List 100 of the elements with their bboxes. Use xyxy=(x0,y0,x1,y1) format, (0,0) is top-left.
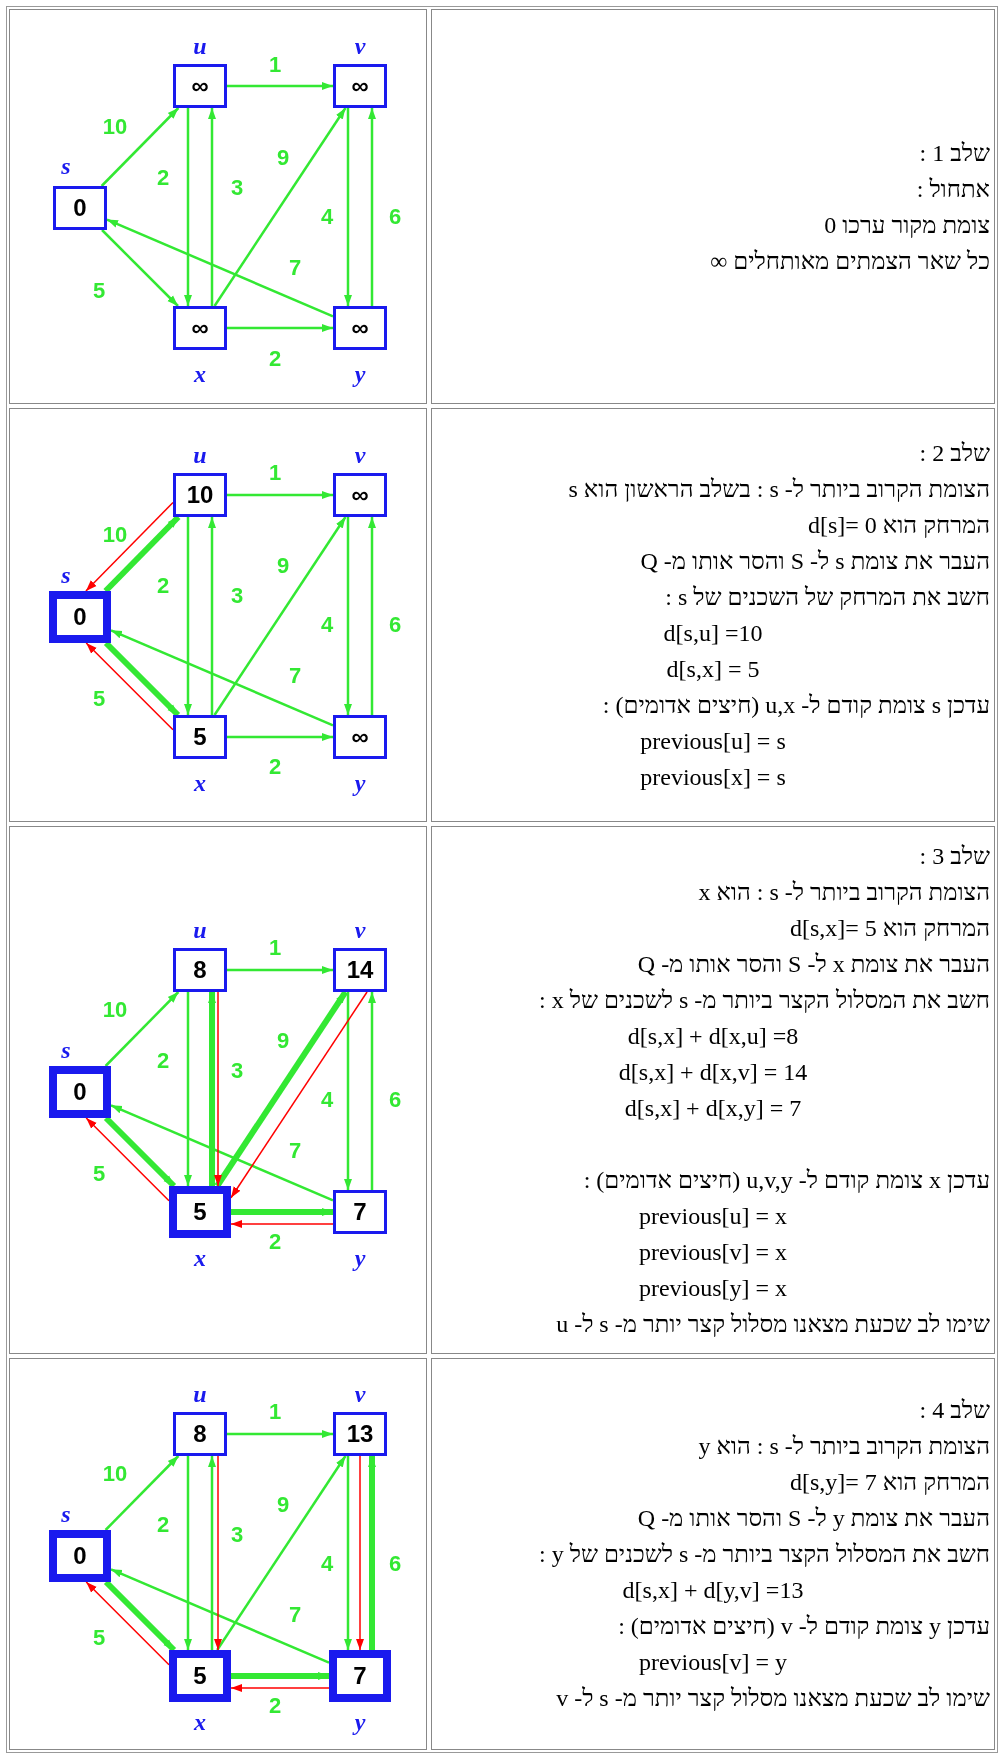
vertex-box: 8 xyxy=(173,947,227,992)
arrow xyxy=(213,515,347,716)
arrow xyxy=(368,991,376,1190)
arrow xyxy=(85,1580,170,1666)
vertex-label: v xyxy=(353,916,367,943)
text-line: העבר את צומת y ל- S והסר אותו מ- Q xyxy=(636,1504,990,1533)
vertex-box: ∞ xyxy=(333,64,387,108)
text-line: שימו לב שכעת מצאנו מסלול קצר יותר מ- s ל- v xyxy=(555,1684,990,1713)
text-line: חשב את המרחק של השכנים של s : xyxy=(664,583,990,612)
vertex-label: u xyxy=(192,33,208,59)
step-heading: שלב 1 : xyxy=(918,138,990,168)
arrow xyxy=(184,516,192,715)
vertex-box: 7 xyxy=(333,1189,387,1234)
arrow xyxy=(230,1683,330,1692)
vertex-label: x xyxy=(192,361,207,387)
arrow xyxy=(344,1455,352,1650)
arrow xyxy=(85,641,174,731)
vertex-label: s xyxy=(60,153,72,179)
step-heading: שלב 2 : xyxy=(918,439,990,468)
edge-label: 5 xyxy=(91,1624,107,1651)
text-line: חשב את המסלול הקצר ביותר מ- s לשכנים של y : xyxy=(538,1540,990,1569)
vertex-box: 5 xyxy=(173,714,227,759)
vertex-box: 0 xyxy=(49,1065,111,1118)
vertex-label: y xyxy=(351,1244,367,1271)
edge-label: 5 xyxy=(91,277,107,303)
text-line: הצומת הקרוב ביותר ל- s : הוא x xyxy=(697,878,990,907)
vertex-label: s xyxy=(60,1500,72,1527)
edge-label: 2 xyxy=(267,753,283,780)
arrow xyxy=(103,1115,177,1188)
vertex-label: v xyxy=(353,441,367,468)
vertex-box: 5 xyxy=(169,1649,231,1702)
edge-label: 4 xyxy=(319,1550,335,1577)
formula-line: previous[v] = y xyxy=(637,1648,789,1677)
vertex-label: u xyxy=(192,1380,208,1407)
edge-label: 10 xyxy=(101,1460,129,1487)
formula-line: d[s,u] =10 xyxy=(662,619,764,648)
edge-label: 3 xyxy=(229,1057,245,1084)
arrow xyxy=(231,1207,333,1216)
vertex-label: v xyxy=(353,33,367,59)
table-cell xyxy=(9,826,427,1354)
edge-label: 6 xyxy=(387,1086,403,1113)
text-line: העבר את צומת s ל- S והסר אותו מ- Q xyxy=(639,547,990,576)
vertex-label: x xyxy=(192,769,207,796)
edge-label: 4 xyxy=(319,203,335,229)
arrow xyxy=(110,628,334,727)
vertex-label: s xyxy=(60,1036,72,1063)
edge-label: 10 xyxy=(101,113,129,139)
vertex-box: ∞ xyxy=(173,64,227,108)
vertex-label: x xyxy=(192,1708,207,1735)
arrow xyxy=(368,108,376,306)
arrow xyxy=(356,1454,364,1651)
edge-label: 9 xyxy=(275,1491,291,1518)
formula-line: previous[v] = x xyxy=(637,1238,789,1267)
text-line: הצומת הקרוב ביותר ל- s : הוא y xyxy=(697,1432,990,1461)
edge-label: 1 xyxy=(267,1398,283,1425)
arrow xyxy=(227,1429,333,1438)
edge-label: 5 xyxy=(91,1160,107,1187)
table-cell xyxy=(431,1358,995,1750)
arrow xyxy=(103,1579,177,1652)
edge-label: 2 xyxy=(155,572,171,599)
edge-label: 2 xyxy=(155,164,171,190)
arrow xyxy=(227,732,333,741)
vertex-label: y xyxy=(351,361,367,387)
edge-label: 7 xyxy=(287,1137,303,1164)
edge-label: 7 xyxy=(287,254,303,280)
arrow xyxy=(101,229,179,307)
arrow xyxy=(227,324,333,332)
step-heading: שלב 3 : xyxy=(918,842,990,871)
text-line: העבר את צומת x ל- S והסר אותו מ- Q xyxy=(636,950,990,979)
edge-label: 4 xyxy=(319,611,335,638)
vertex-box: 5 xyxy=(169,1185,231,1238)
edge-label: 2 xyxy=(267,1228,283,1255)
formula-line: d[s,x] + d[x,y] = 7 xyxy=(623,1094,803,1123)
formula-line: d[s,x] + d[y,v] =13 xyxy=(621,1576,805,1605)
arrow xyxy=(344,991,352,1190)
arrow xyxy=(368,516,376,715)
edge-label: 6 xyxy=(387,203,403,229)
vertex-label: y xyxy=(351,1708,367,1735)
vertex-box: 10 xyxy=(173,472,227,517)
vertex-box: 7 xyxy=(329,1649,391,1702)
vertex-box: ∞ xyxy=(333,472,387,517)
arrow xyxy=(184,108,192,306)
arrow xyxy=(184,991,192,1186)
edge-label: 3 xyxy=(229,174,245,200)
edge-label: 1 xyxy=(267,934,283,961)
arrow xyxy=(214,1454,222,1651)
edge-label: 1 xyxy=(267,459,283,486)
arrow xyxy=(216,1454,347,1651)
edge-label: 6 xyxy=(387,1550,403,1577)
formula-line: previous[y] = x xyxy=(637,1274,789,1303)
vertex-label: u xyxy=(192,441,208,468)
arrow xyxy=(227,82,333,90)
arrow xyxy=(208,1455,216,1650)
table-cell xyxy=(431,9,995,404)
formula-line: previous[u] = x xyxy=(637,1202,789,1231)
table-cell xyxy=(9,408,427,822)
text-line: עדכן y צומת קודם ל- v (חיצים אדומים) : xyxy=(617,1612,990,1641)
edge-label: 9 xyxy=(275,1027,291,1054)
arrow xyxy=(85,501,174,592)
vertex-label: s xyxy=(60,561,72,588)
